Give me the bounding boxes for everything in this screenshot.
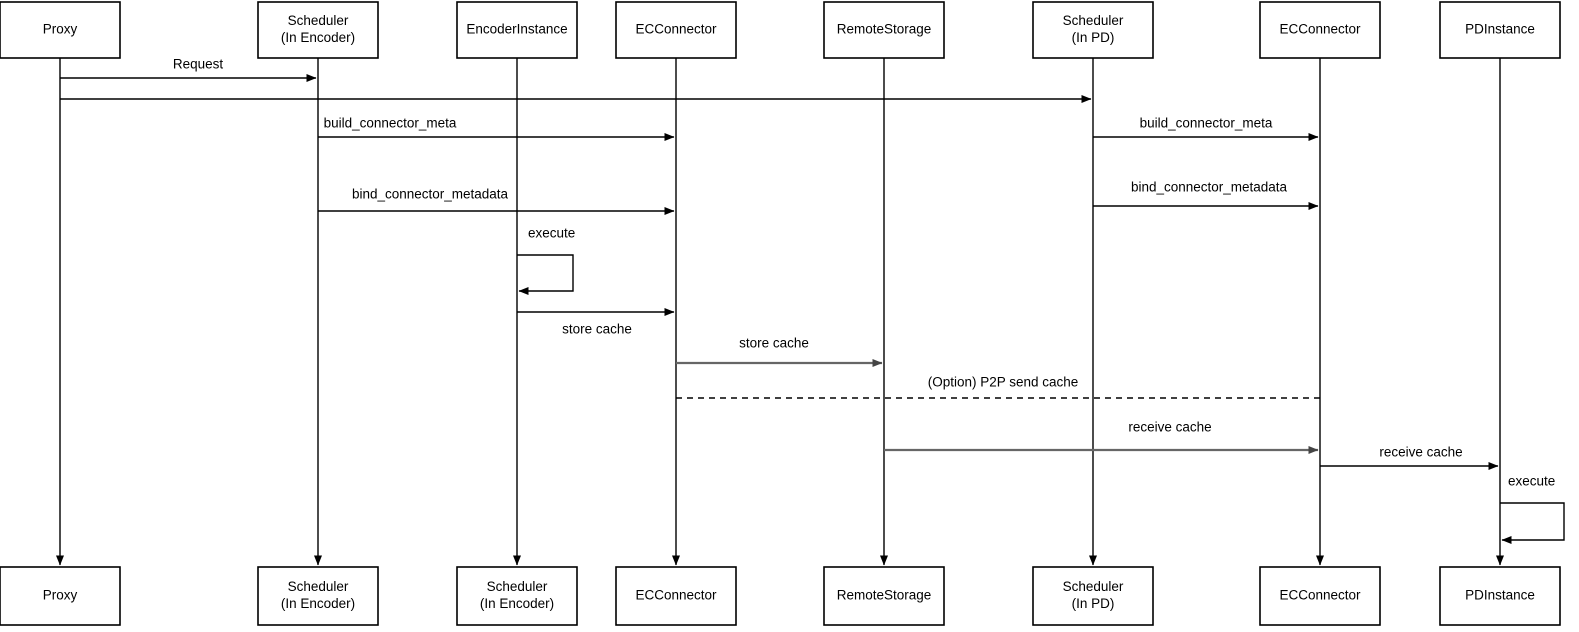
bottom-participant-ec_conn_l[interactable]: ECConnector (615, 566, 737, 626)
bottom-participant-label-proxy: Proxy (43, 588, 78, 603)
top-participant-box-ec_conn_r (1259, 1, 1381, 59)
bottom-participant-box-sched_enc (257, 566, 379, 626)
message-m11[interactable]: receive cache (884, 420, 1319, 454)
bottom-participant-label-sched_enc: Scheduler (288, 579, 349, 594)
top-participant-sched_enc[interactable]: Scheduler (In Encoder) (257, 1, 379, 59)
top-participant-remote_store[interactable]: RemoteStorage (823, 1, 945, 59)
message-label-m1: Request (173, 57, 224, 72)
top-participant-box-enc_inst (456, 1, 578, 59)
top-participant-label-sched_pd: (In PD) (1072, 30, 1115, 45)
message-m10[interactable]: (Option) P2P send cache (676, 375, 1320, 399)
messages-layer: Request build_connector_meta build_connect… (60, 57, 1565, 544)
message-label-m11: receive cache (1128, 420, 1211, 435)
message-m7[interactable]: execute (517, 226, 575, 295)
bottom-participant-box-pd_inst (1439, 566, 1561, 626)
message-label-m5: bind_connector_metadata (352, 187, 509, 202)
bottom-participant-label-sched_pd: Scheduler (1063, 579, 1124, 594)
bottom-participant-label-enc_inst: Scheduler (487, 579, 548, 594)
message-label-m13: execute (1508, 474, 1555, 489)
top-participant-ec_conn_l[interactable]: ECConnector (615, 1, 737, 59)
top-participant-enc_inst[interactable]: EncoderInstance (456, 1, 578, 59)
top-participant-box-sched_enc (257, 1, 379, 59)
top-participant-proxy[interactable]: Proxy (0, 1, 121, 59)
top-participant-boxes: Proxy Scheduler (In Encoder) EncoderInstanc… (0, 1, 1561, 59)
top-participant-box-proxy (0, 1, 121, 59)
top-participant-label-enc_inst: EncoderInstance (466, 22, 567, 37)
top-participant-label-ec_conn_r: ECConnector (1279, 22, 1361, 37)
bottom-participant-enc_inst[interactable]: Scheduler (In Encoder) (456, 566, 578, 626)
bottom-participant-box-sched_pd (1032, 566, 1154, 626)
top-participant-box-sched_pd (1032, 1, 1154, 59)
top-participant-label-remote_store: RemoteStorage (837, 22, 932, 37)
bottom-participant-box-enc_inst (456, 566, 578, 626)
bottom-participant-boxes: Proxy Scheduler (In Encoder) Scheduler (In E… (0, 566, 1561, 626)
self-message-path-m13 (1500, 502, 1565, 544)
bottom-participant-box-proxy (0, 566, 121, 626)
bottom-participant-label-sched_pd: (In PD) (1072, 596, 1115, 611)
self-message-path-m7 (517, 254, 574, 295)
top-participant-pd_inst[interactable]: PDInstance (1439, 1, 1561, 59)
message-label-m6: bind_connector_metadata (1131, 180, 1288, 195)
bottom-participant-box-ec_conn_l (615, 566, 737, 626)
top-participant-box-pd_inst (1439, 1, 1561, 59)
top-participant-ec_conn_r[interactable]: ECConnector (1259, 1, 1381, 59)
bottom-participant-sched_enc[interactable]: Scheduler (In Encoder) (257, 566, 379, 626)
message-label-m12: receive cache (1379, 445, 1462, 460)
message-label-m7: execute (528, 226, 575, 241)
lifelines-layer (56, 58, 1504, 566)
message-label-m4: build_connector_meta (1140, 116, 1273, 131)
message-m12[interactable]: receive cache (1320, 445, 1499, 470)
top-participant-box-ec_conn_l (615, 1, 737, 59)
top-participant-label-sched_enc: (In Encoder) (281, 30, 355, 45)
top-participant-label-proxy: Proxy (43, 22, 78, 37)
message-m6[interactable]: bind_connector_metadata (1093, 180, 1319, 210)
message-m8[interactable]: store cache (517, 308, 675, 337)
message-m1[interactable]: Request (60, 57, 317, 82)
bottom-participant-box-ec_conn_r (1259, 566, 1381, 626)
bottom-participant-label-sched_enc: (In Encoder) (281, 596, 355, 611)
bottom-participant-pd_inst[interactable]: PDInstance (1439, 566, 1561, 626)
bottom-participant-sched_pd[interactable]: Scheduler (In PD) (1032, 566, 1154, 626)
bottom-participant-box-remote_store (823, 566, 945, 626)
bottom-participant-ec_conn_r[interactable]: ECConnector (1259, 566, 1381, 626)
message-label-m8: store cache (562, 322, 632, 337)
top-participant-sched_pd[interactable]: Scheduler (In PD) (1032, 1, 1154, 59)
top-participant-label-ec_conn_l: ECConnector (635, 22, 717, 37)
bottom-participant-label-ec_conn_r: ECConnector (1279, 588, 1361, 603)
bottom-participant-label-pd_inst: PDInstance (1465, 588, 1535, 603)
bottom-participant-label-remote_store: RemoteStorage (837, 588, 932, 603)
top-participant-label-pd_inst: PDInstance (1465, 22, 1535, 37)
message-m5[interactable]: bind_connector_metadata (318, 187, 675, 215)
message-m3[interactable]: build_connector_meta (318, 116, 675, 141)
bottom-participant-proxy[interactable]: Proxy (0, 566, 121, 626)
message-m4[interactable]: build_connector_meta (1093, 116, 1319, 141)
top-participant-label-sched_enc: Scheduler (288, 13, 349, 28)
top-participant-label-sched_pd: Scheduler (1063, 13, 1124, 28)
message-m9[interactable]: store cache (676, 336, 883, 367)
bottom-participant-label-ec_conn_l: ECConnector (635, 588, 717, 603)
bottom-participant-remote_store[interactable]: RemoteStorage (823, 566, 945, 626)
top-participant-box-remote_store (823, 1, 945, 59)
bottom-participant-label-enc_inst: (In Encoder) (480, 596, 554, 611)
message-m13[interactable]: execute (1500, 474, 1565, 544)
message-label-m3: build_connector_meta (324, 116, 457, 131)
message-label-m10: (Option) P2P send cache (928, 375, 1079, 390)
message-label-m9: store cache (739, 336, 809, 351)
